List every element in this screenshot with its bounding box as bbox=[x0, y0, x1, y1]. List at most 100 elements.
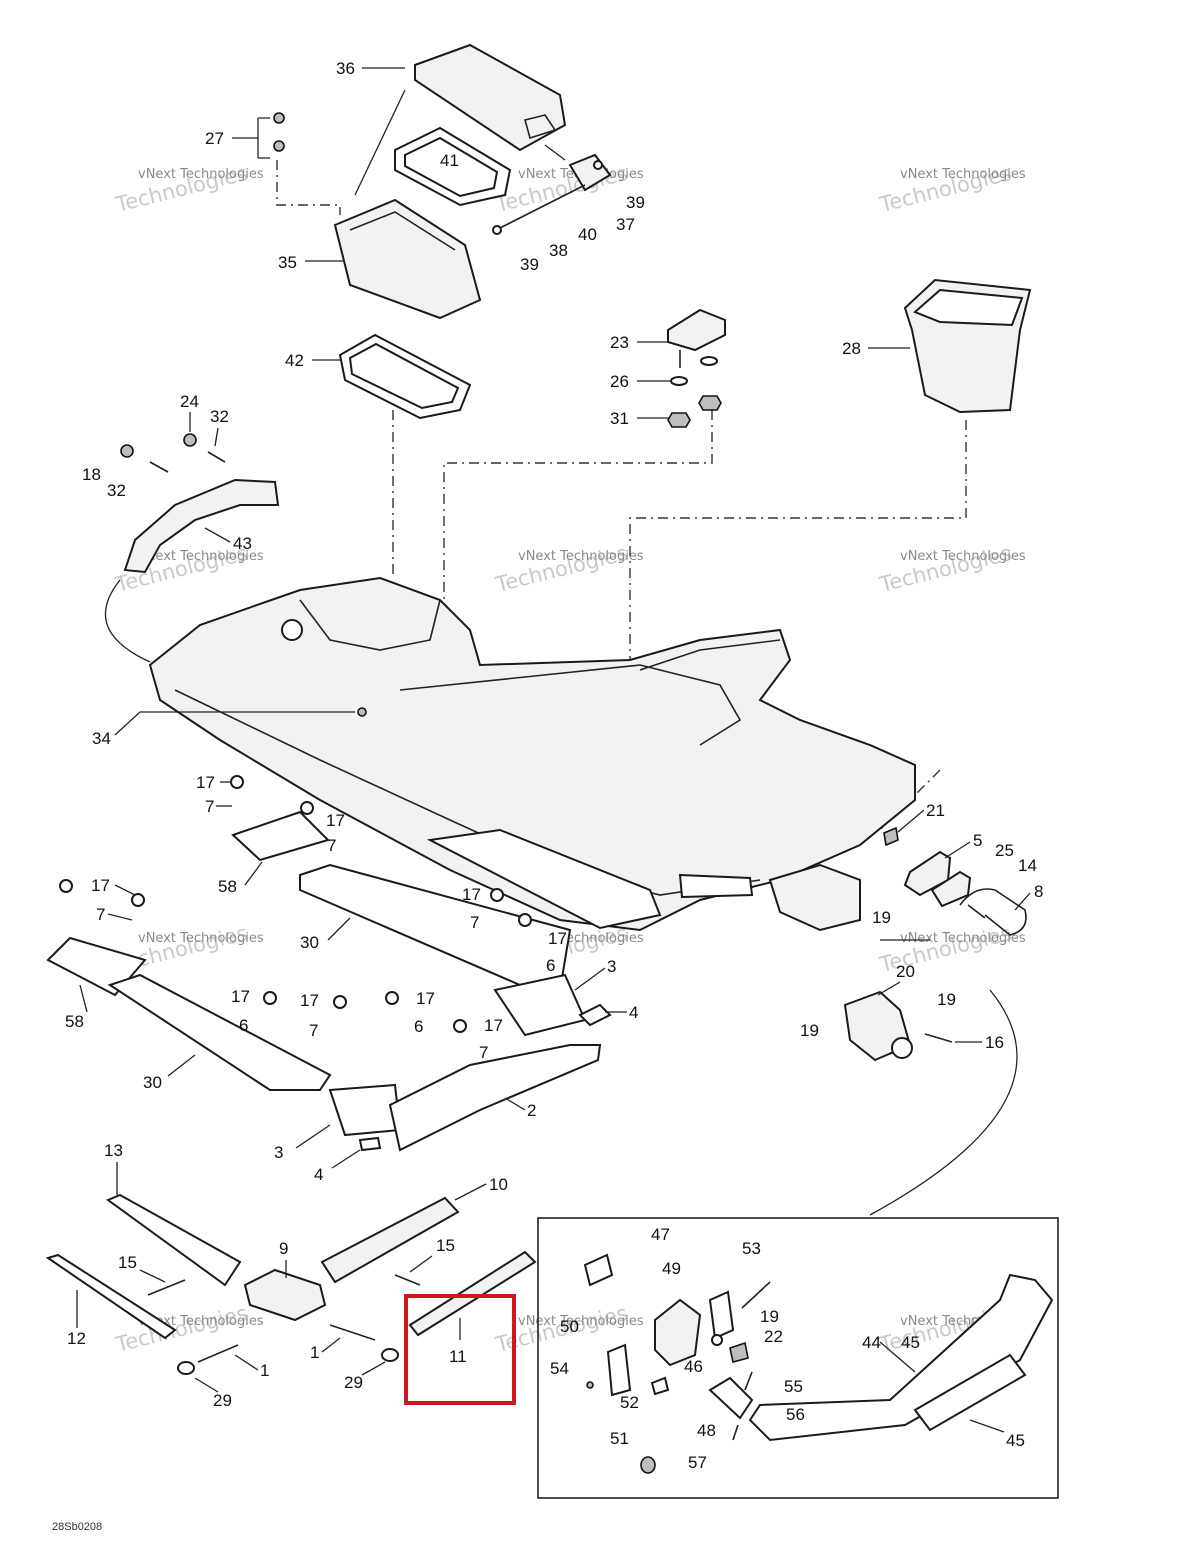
callout-36: 36 bbox=[336, 59, 355, 78]
svg-text:vNext Technologies: vNext Technologies bbox=[518, 1314, 644, 1329]
callout-30: 30 bbox=[300, 933, 319, 952]
stern-hardware bbox=[883, 826, 1027, 936]
callout-41: 41 bbox=[440, 151, 459, 170]
assembly-line bbox=[443, 410, 713, 640]
rail-12 bbox=[45, 1253, 177, 1340]
fuel-fitting-20 bbox=[843, 939, 1018, 1216]
callout-38: 38 bbox=[549, 241, 568, 260]
callout-23: 23 bbox=[610, 333, 629, 352]
clip-4-upper bbox=[578, 1003, 612, 1027]
cap-17j bbox=[453, 1019, 467, 1033]
callout-58: 58 bbox=[218, 877, 237, 896]
nut-24 bbox=[183, 433, 197, 447]
pin-55 bbox=[744, 1371, 753, 1391]
leader bbox=[79, 984, 88, 1013]
screw-32 bbox=[149, 461, 169, 473]
bolt-14 bbox=[967, 904, 986, 919]
callout-16: 16 bbox=[985, 1033, 1004, 1052]
storage-bin bbox=[333, 198, 482, 320]
callout-21: 21 bbox=[926, 801, 945, 820]
bin-cover bbox=[414, 43, 567, 152]
leader bbox=[574, 967, 606, 991]
drawing-code: 28Sb0208 bbox=[52, 1521, 102, 1533]
bin-rim bbox=[349, 211, 456, 251]
callout-51: 51 bbox=[610, 1429, 629, 1448]
screw-16 bbox=[924, 1033, 953, 1043]
leader bbox=[244, 861, 263, 886]
leader bbox=[114, 884, 136, 896]
bolt-53 bbox=[741, 1281, 771, 1309]
detail-callout-line bbox=[869, 989, 1018, 1216]
hull-sponson bbox=[426, 828, 662, 930]
highlight-box-part-11 bbox=[404, 1294, 516, 1405]
plate-3-lower bbox=[328, 1083, 402, 1137]
cap-17f bbox=[518, 913, 532, 927]
wear-strip-30-lower bbox=[107, 973, 332, 1091]
callout-19c: 19 bbox=[800, 1021, 819, 1040]
arrow-cover-to-bin bbox=[354, 89, 406, 196]
rivet-15 bbox=[147, 1279, 186, 1296]
leader bbox=[504, 1097, 526, 1111]
seat-outline bbox=[399, 664, 742, 746]
cover-gasket-inner bbox=[404, 136, 499, 198]
hull-bottom-panels bbox=[46, 775, 612, 1152]
rear-bumper bbox=[678, 873, 754, 899]
cap-17b bbox=[300, 801, 314, 815]
leader bbox=[454, 1183, 487, 1201]
callout-7d: 7 bbox=[470, 913, 479, 932]
callout-48: 48 bbox=[697, 1421, 716, 1440]
screw-34 bbox=[357, 707, 367, 717]
watermark: Technologies vNext Technologies bbox=[492, 541, 643, 597]
cap-17e bbox=[490, 888, 504, 902]
callout-17h: 17 bbox=[416, 989, 435, 1008]
storage-basket-28 bbox=[903, 278, 1032, 414]
callout-13: 13 bbox=[104, 1141, 123, 1160]
assembly-line bbox=[629, 420, 967, 660]
rail-11 bbox=[408, 1250, 537, 1337]
callout-11: 11 bbox=[449, 1347, 467, 1366]
callout-17b: 17 bbox=[326, 811, 345, 830]
hull-body bbox=[148, 576, 916, 932]
cap-17 bbox=[230, 775, 244, 789]
callout-7: 7 bbox=[205, 797, 214, 816]
svg-text:vNext Technologies: vNext Technologies bbox=[900, 167, 1026, 182]
callout-52: 52 bbox=[620, 1393, 639, 1412]
grip-45 bbox=[913, 1353, 1027, 1432]
callout-3: 3 bbox=[607, 957, 616, 976]
bracket-23-stack bbox=[667, 308, 726, 428]
callout-7b: 7 bbox=[327, 836, 336, 855]
callout-54: 54 bbox=[550, 1359, 569, 1378]
washer-39b bbox=[593, 160, 603, 170]
callout-17i: 17 bbox=[484, 1016, 503, 1035]
nut-22 bbox=[729, 1341, 749, 1363]
storage-bin-assembly bbox=[273, 43, 612, 420]
leader bbox=[877, 981, 901, 996]
cap-17c bbox=[59, 879, 73, 893]
leader bbox=[214, 427, 219, 447]
bushing-52 bbox=[650, 1376, 670, 1396]
reboarding-ladder-detail bbox=[583, 1253, 1054, 1474]
leader bbox=[897, 809, 925, 833]
leader bbox=[232, 117, 270, 159]
callout-15b: 15 bbox=[436, 1236, 455, 1255]
callout-43: 43 bbox=[233, 534, 252, 553]
callout-56: 56 bbox=[786, 1405, 805, 1424]
leader bbox=[321, 1337, 341, 1353]
screw-32b bbox=[207, 451, 226, 463]
plug-29 bbox=[177, 1361, 195, 1375]
leader bbox=[1014, 892, 1031, 911]
callout-4: 4 bbox=[629, 1003, 638, 1022]
callout-6c: 6 bbox=[414, 1017, 423, 1036]
callout-labels: 36 27 41 35 39 37 40 38 39 42 23 26 31 2… bbox=[65, 59, 1043, 1472]
callout-6: 6 bbox=[546, 956, 555, 975]
intake-grate-2 bbox=[388, 1044, 602, 1152]
leader bbox=[327, 917, 351, 941]
callout-40: 40 bbox=[578, 225, 597, 244]
callout-35: 35 bbox=[278, 253, 297, 272]
callout-17e: 17 bbox=[548, 929, 567, 948]
plate-58-upper bbox=[231, 810, 330, 862]
callout-27: 27 bbox=[205, 129, 224, 148]
callout-9: 9 bbox=[279, 1239, 288, 1258]
callout-30b: 30 bbox=[143, 1073, 162, 1092]
sealant-area-47 bbox=[583, 1253, 614, 1287]
